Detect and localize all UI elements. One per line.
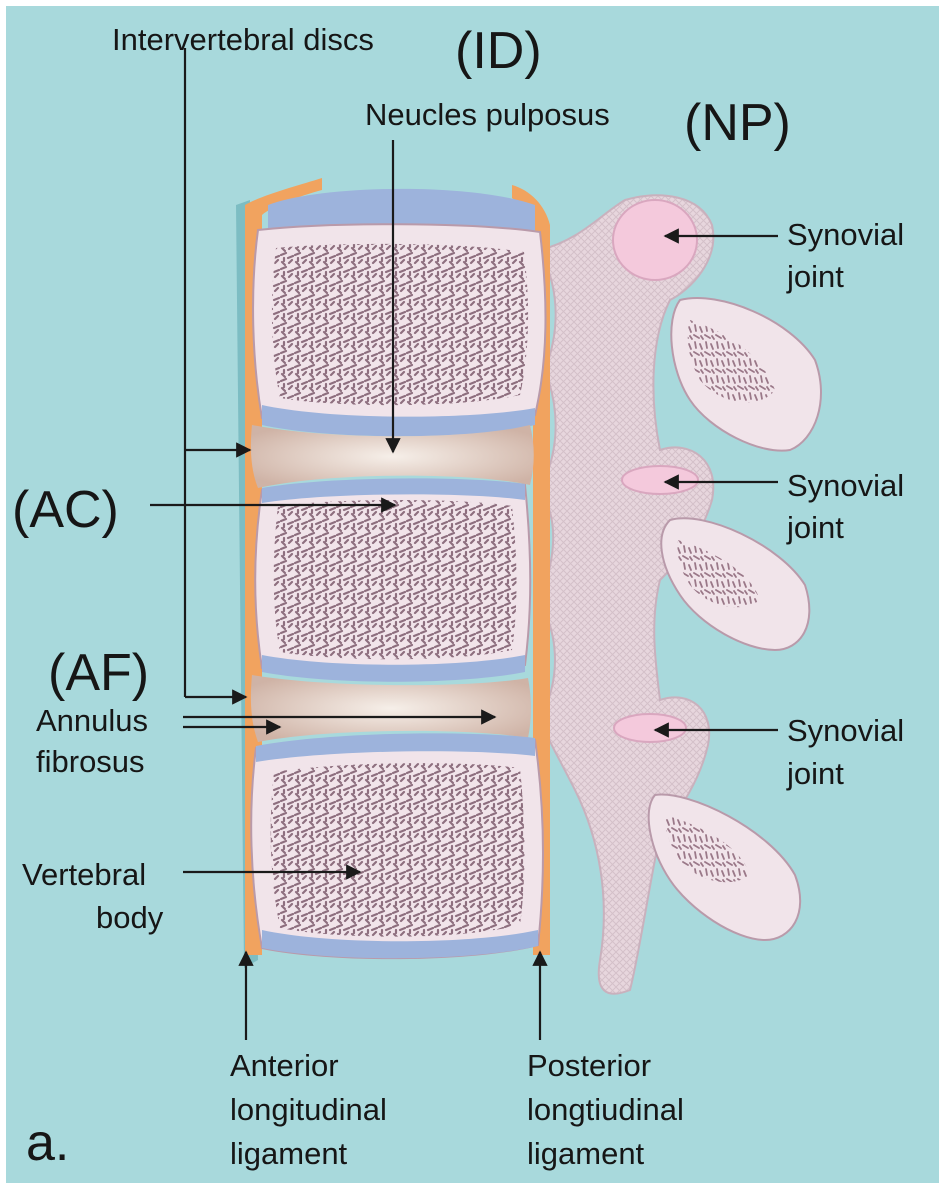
- vertebral-column: [251, 189, 546, 958]
- anterior-label-line1: Anterior: [230, 1048, 339, 1083]
- synovial-1-line1: Synovial: [787, 217, 904, 252]
- panel-letter: a.: [26, 1114, 69, 1172]
- synovial-2-line2: joint: [786, 510, 844, 545]
- annulus-label-line1: Annulus: [36, 703, 148, 738]
- synovial-3-line1: Synovial: [787, 713, 904, 748]
- id-label: Intervertebral discs: [112, 22, 374, 57]
- synovial-joint-3: [614, 714, 686, 742]
- vertebral-label-line1: Vertebral: [22, 857, 146, 892]
- ac-abbr: (AC): [12, 481, 119, 539]
- anterior-label-line3: ligament: [230, 1136, 348, 1171]
- posterior-label-line3: ligament: [527, 1136, 645, 1171]
- annulus-label-line2: fibrosus: [36, 744, 145, 779]
- np-abbr: (NP): [684, 94, 791, 152]
- vertebral-label-line2: body: [96, 900, 164, 935]
- synovial-joint-1: [613, 200, 697, 280]
- synovial-1-line2: joint: [786, 259, 844, 294]
- posterior-label-line2: longtiudinal: [527, 1092, 684, 1127]
- synovial-2-line1: Synovial: [787, 468, 904, 503]
- af-abbr: (AF): [48, 644, 149, 702]
- posterior-label-line1: Posterior: [527, 1048, 651, 1083]
- synovial-joint-2: [622, 466, 698, 494]
- anterior-label-line2: longitudinal: [230, 1092, 387, 1127]
- synovial-3-line2: joint: [786, 756, 844, 791]
- np-label: Neucles pulposus: [365, 97, 610, 132]
- id-abbr: (ID): [455, 22, 542, 80]
